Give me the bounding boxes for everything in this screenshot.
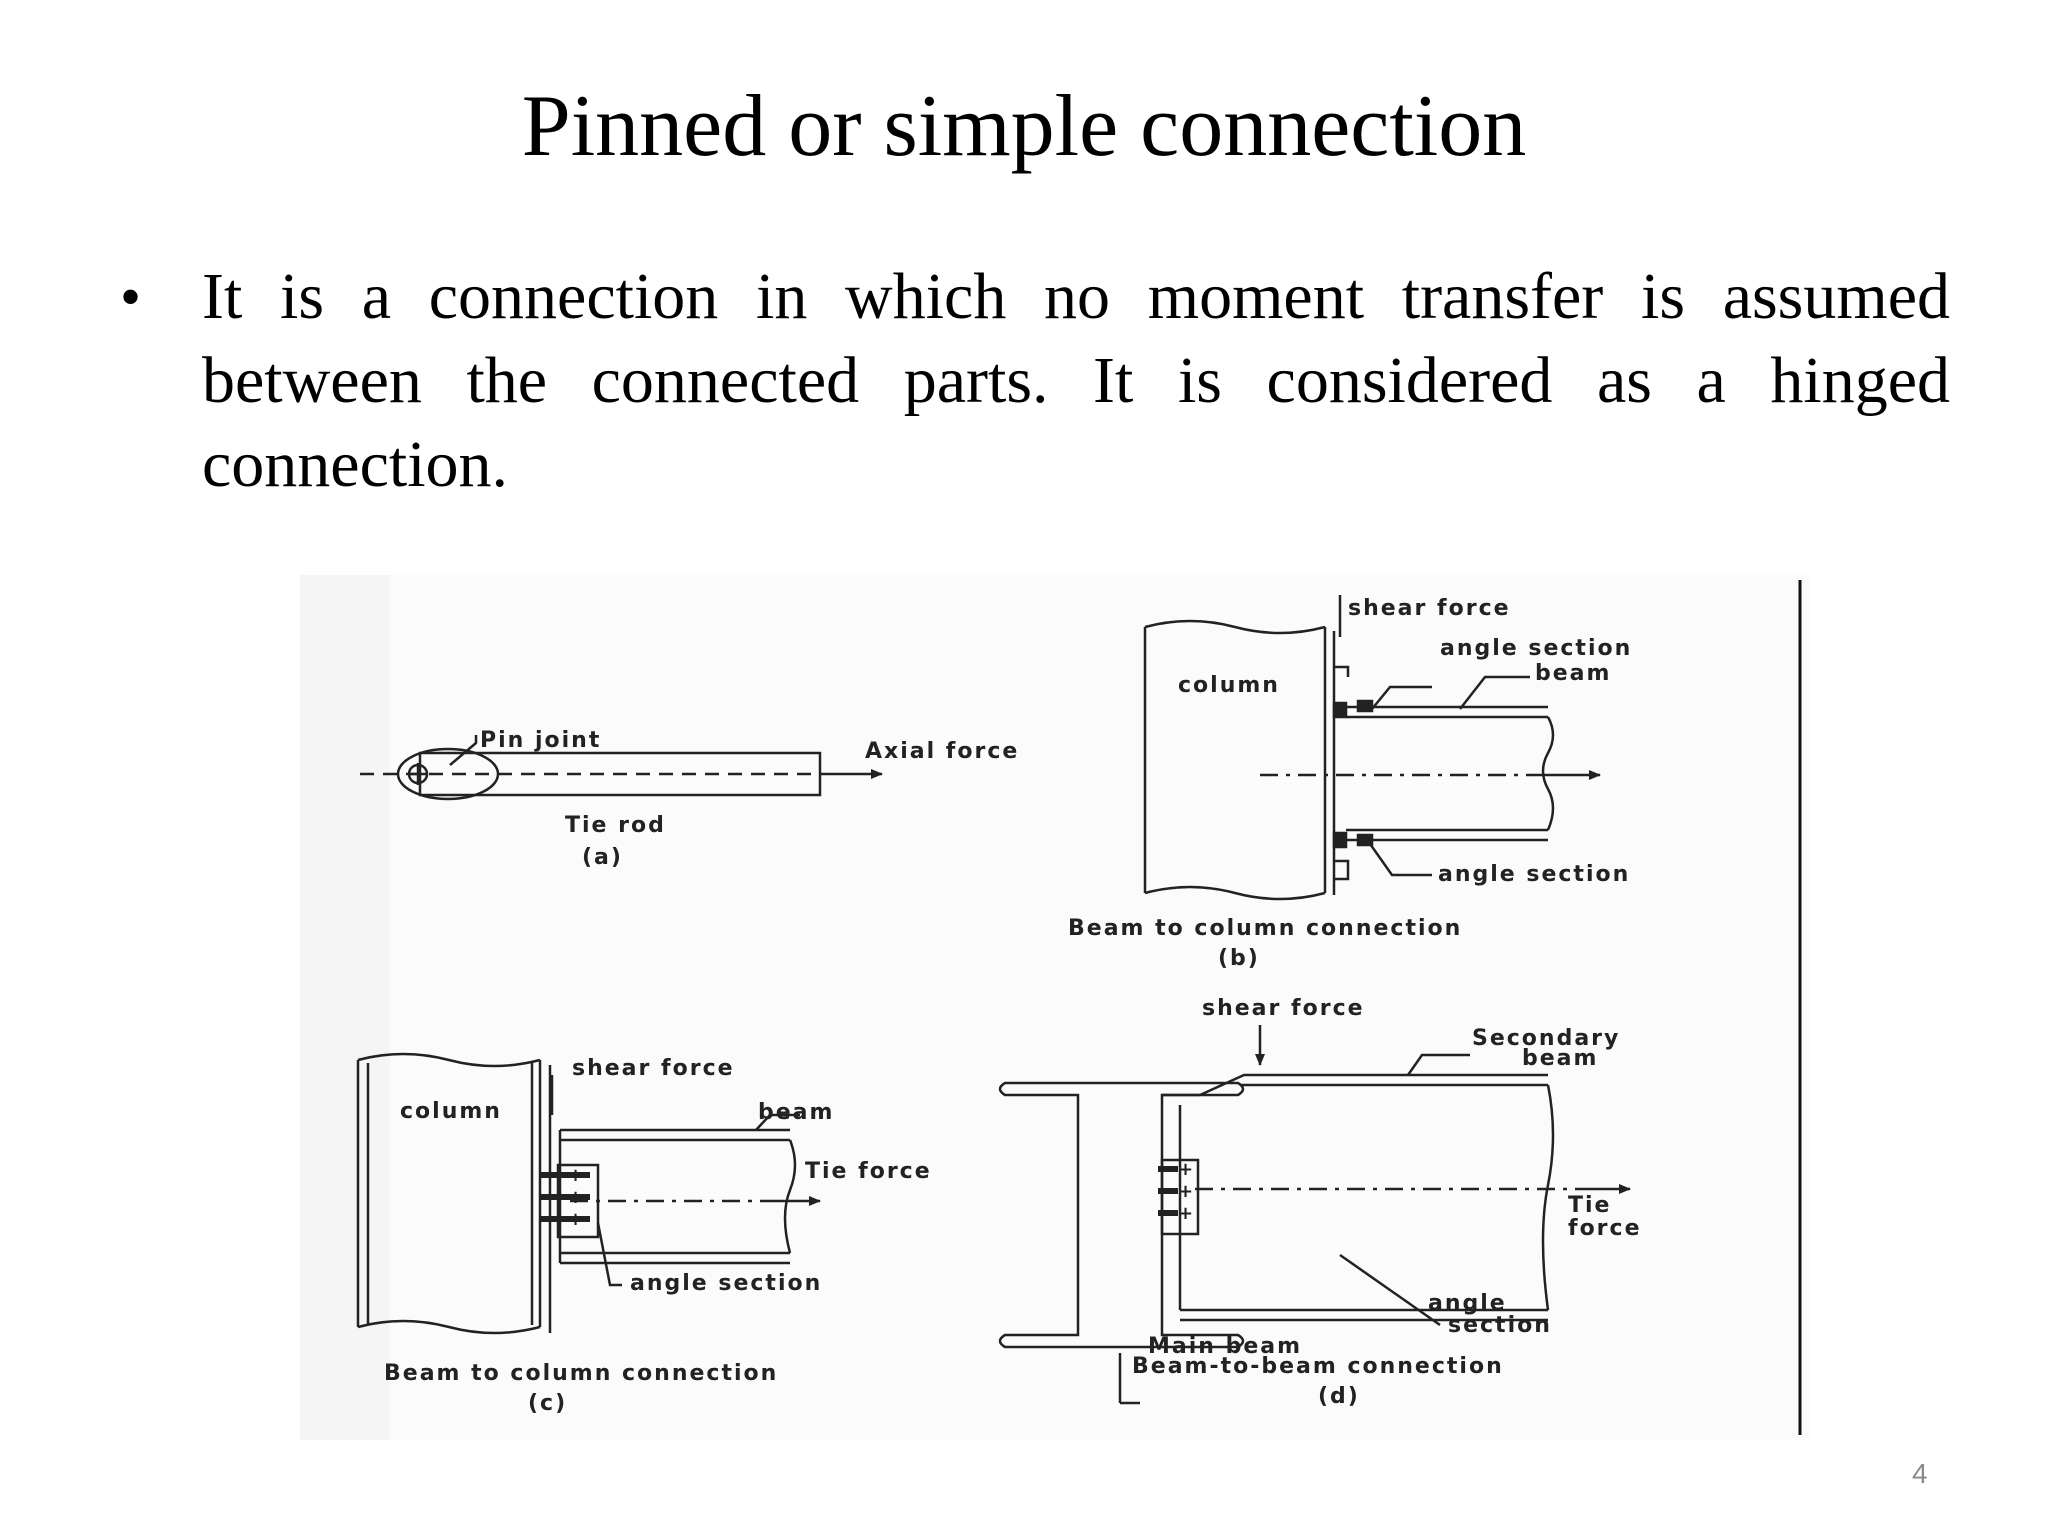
label-c-tie-force: Tie force xyxy=(805,1159,932,1184)
label-d-main-beam: Main beam xyxy=(1148,1334,1302,1359)
bullet-dot-icon: • xyxy=(120,264,142,330)
caption-a: (a) xyxy=(582,845,623,870)
label-b-angle-section-bottom: angle section xyxy=(1438,862,1630,887)
label-tie-rod: Tie rod xyxy=(565,813,666,838)
diagram-b-beam-to-column xyxy=(1143,595,1601,901)
diagram-c-beam-to-column xyxy=(356,1052,821,1335)
label-pin-joint: Pin joint xyxy=(480,728,601,753)
label-d-shear-force: shear force xyxy=(1202,996,1365,1021)
caption-c-title: Beam to column connection xyxy=(384,1361,778,1386)
label-d-angle-section-2: section xyxy=(1448,1313,1552,1338)
diagram-a-tie-rod xyxy=(360,735,883,801)
caption-d: (d) xyxy=(1318,1384,1360,1409)
label-c-shear-force: shear force xyxy=(572,1056,735,1081)
bolt-mark: + xyxy=(1178,1203,1193,1224)
label-b-beam: beam xyxy=(1535,661,1611,686)
bolt-mark: + xyxy=(568,1165,583,1186)
label-b-angle-section-top: angle section xyxy=(1440,636,1632,661)
label-c-column: column xyxy=(400,1099,502,1124)
bullet-item: • It is a connection in which no moment … xyxy=(120,255,1950,507)
label-c-beam: beam xyxy=(758,1100,834,1125)
label-d-angle-section-1: angle xyxy=(1428,1291,1507,1316)
label-c-angle-section: angle section xyxy=(630,1271,822,1296)
page-number: 4 xyxy=(1912,1458,1928,1489)
bullet-text: It is a connection in which no moment tr… xyxy=(202,260,1950,501)
connection-diagram-figure: + + + + + + Pin joint Axial force Tie ro… xyxy=(300,575,1810,1440)
label-d-secondary-beam-1: Secondary xyxy=(1472,1026,1620,1051)
bolt-mark: + xyxy=(1178,1159,1193,1180)
label-d-tie-force-2: force xyxy=(1568,1216,1642,1241)
label-d-secondary-beam-2: beam xyxy=(1522,1046,1598,1071)
caption-b-title: Beam to column connection xyxy=(1068,916,1462,941)
caption-c: (c) xyxy=(528,1391,567,1416)
label-b-shear-force: shear force xyxy=(1348,596,1511,621)
diagram-d-beam-to-beam xyxy=(998,1025,1631,1405)
caption-d-title: Beam-to-beam connection xyxy=(1132,1354,1504,1379)
label-b-column: column xyxy=(1178,673,1280,698)
bolt-mark: + xyxy=(568,1187,583,1208)
caption-b: (b) xyxy=(1218,946,1260,971)
bolt-mark: + xyxy=(568,1209,583,1230)
slide-title: Pinned or simple connection xyxy=(521,78,1527,175)
bolt-mark: + xyxy=(1178,1181,1193,1202)
label-axial-force: Axial force xyxy=(865,739,1019,764)
label-d-tie-force-1: Tie xyxy=(1568,1193,1611,1218)
